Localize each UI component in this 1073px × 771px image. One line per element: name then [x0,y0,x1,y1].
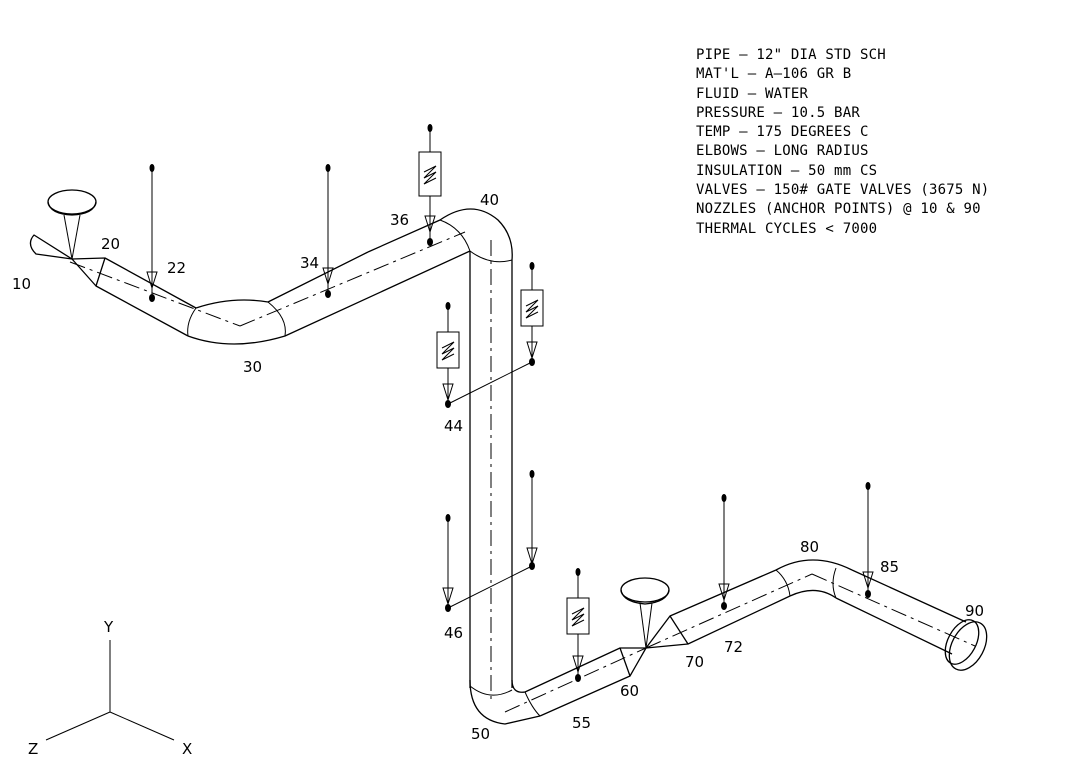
pipe-segment-20-40 [69,208,513,345]
node-label-34: 34 [300,254,319,272]
node-label-72: 72 [724,638,743,656]
hanger-34 [322,164,334,298]
node-label-85: 85 [880,558,899,576]
spring-hanger-36 [418,124,442,246]
gate-valve-10 [29,189,106,287]
spec-pipe: PIPE – 12" DIA STD SCH [696,47,886,63]
hanger-85 [862,482,874,598]
spec-nozzles: NOZZLES (ANCHOR POINTS) @ 10 & 90 [696,201,981,218]
spring-hanger-44 [436,262,544,408]
node-label-46: 46 [444,624,463,642]
gate-valve-60 [619,577,689,677]
spec-elbows: ELBOWS – LONG RADIUS [696,143,869,160]
node-label-10: 10 [12,275,31,293]
node-label-90: 90 [965,602,984,620]
hanger-72 [718,494,730,610]
axis-label-y: Y [103,618,114,636]
spring-hanger-55 [566,568,590,682]
spec-valves: VALVES – 150# GATE VALVES (3675 N) [696,182,990,199]
pipe-segment-40-50 [469,240,541,725]
axis-label-x: X [182,740,192,758]
spec-material: MAT'L – A–106 GR B [696,66,852,83]
spec-insulation: INSULATION – 50 mm CS [696,162,878,179]
node-label-55: 55 [572,714,591,732]
node-label-20: 20 [101,235,120,253]
node-label-70: 70 [685,653,704,671]
node-label-50: 50 [471,725,490,743]
hanger-46 [442,470,538,612]
spec-thermal-cycles: THERMAL CYCLES < 7000 [696,220,878,237]
node-label-40: 40 [480,191,499,209]
design-specification-notes: PIPE – 12" DIA STD SCH MAT'L – A–106 GR … [696,46,1066,239]
node-label-36: 36 [390,211,409,229]
pipe-segment-70-90 [645,559,988,671]
hanger-22 [146,164,158,302]
node-label-44: 44 [444,417,463,435]
node-label-30: 30 [243,358,262,376]
node-label-80: 80 [800,538,819,556]
spec-fluid: FLUID – WATER [696,85,809,102]
spec-temperature: TEMP – 175 DEGREES C [696,124,869,141]
pipe-segment-50-60 [504,647,647,717]
node-label-22: 22 [167,259,186,277]
node-label-60: 60 [620,682,639,700]
axis-label-z: Z [28,740,38,758]
spec-pressure: PRESSURE – 10.5 BAR [696,104,860,121]
axis-triad: Y Z X [28,618,192,758]
